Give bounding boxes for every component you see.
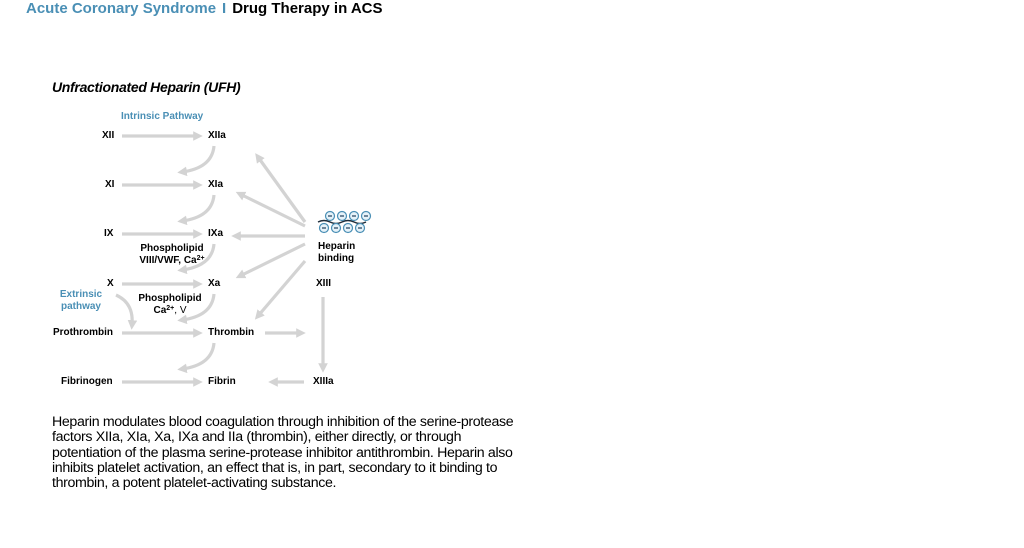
curve-xiia-to-xi [177, 145, 216, 177]
cofactor-2-line1: Phospholipid [138, 293, 202, 304]
factor-ix: IX [104, 228, 114, 239]
curve-xa-to-prothrombin [177, 293, 216, 325]
factor-x: X [107, 278, 114, 289]
slide-title: Drug Therapy in ACS [232, 0, 383, 17]
factor-xi: XI [105, 179, 115, 190]
curve-xia-to-ix [177, 194, 216, 226]
heparin-arrow-xia [235, 191, 306, 228]
extrinsic-line2: pathway [60, 301, 101, 312]
header-separator: I [222, 0, 227, 17]
factor-xii: XII [102, 130, 115, 141]
factor-prothrombin: Prothrombin [53, 327, 113, 338]
factor-xiii: XIII [316, 278, 332, 289]
curve-ixa-to-x [177, 243, 216, 275]
description-paragraph: Heparin modulates blood coagulation thro… [52, 414, 514, 492]
cofactor-2-line2: Ca2+, V [132, 305, 208, 317]
curve-thrombin-to-fibrinogen [177, 342, 216, 374]
cofactor-1-line1: Phospholipid [140, 243, 204, 254]
factor-thrombin: Thrombin [208, 327, 255, 338]
cofactor-1-line2: VIII/VWF, Ca2+ [132, 255, 212, 267]
cofactor-label-ixa: Phospholipid VIII/VWF, Ca2+ [132, 243, 212, 267]
cofactor-2-sup: 2+ [166, 305, 175, 312]
extrinsic-line1: Extrinsic [59, 289, 103, 300]
heparin-arrow-xiia [255, 153, 307, 223]
factor-ixa: IXa [208, 228, 224, 239]
extrinsic-pathway-label: Extrinsic pathway [52, 289, 110, 313]
factor-fibrin: Fibrin [208, 376, 236, 387]
factor-xiia: XIIa [208, 130, 226, 141]
intrinsic-pathway-label: Intrinsic Pathway [121, 111, 204, 122]
cofactor-2-text-b: , V [174, 305, 187, 316]
heparin-line2: binding [318, 253, 355, 264]
section-title: Acute Coronary Syndrome [26, 0, 217, 17]
slide-header: Acute Coronary Syndrome I Drug Therapy in … [26, 0, 383, 18]
factor-xia: XIa [208, 179, 224, 190]
cofactor-1-sup: 2+ [196, 255, 205, 262]
factor-xa: Xa [208, 278, 221, 289]
diagram-subtitle: Unfractionated Heparin (UFH) [52, 79, 241, 95]
curve-extrinsic-to-prothrombin [115, 293, 138, 330]
heparin-arrow-thrombin [254, 259, 307, 320]
heparin-molecule-icon [317, 210, 372, 234]
cofactor-2-text-a: Ca [153, 305, 167, 316]
heparin-line1: Heparin [318, 241, 356, 252]
heparin-binding-label: Heparin binding [318, 241, 355, 265]
heparin-arrow-xa [235, 242, 306, 279]
cofactor-1-text: VIII/VWF, Ca [139, 255, 197, 266]
factor-xiiia: XIIIa [313, 376, 334, 387]
cofactor-label-xa: Phospholipid Ca2+, V [132, 293, 208, 317]
factor-fibrinogen: Fibrinogen [61, 376, 113, 387]
